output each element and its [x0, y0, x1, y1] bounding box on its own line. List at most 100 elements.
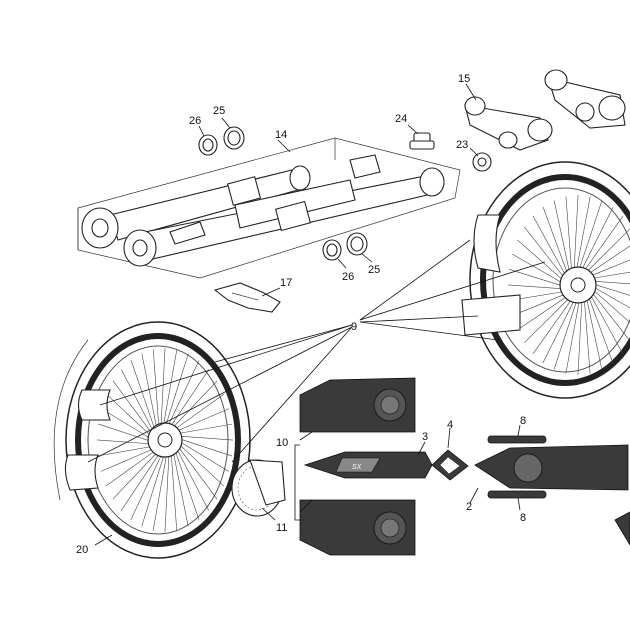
wheel-spoke [553, 200, 571, 276]
rim-decal-strips [487, 435, 547, 499]
wheel-spoke [573, 194, 579, 274]
wheel-spoke [176, 435, 234, 441]
wheel-spoke [176, 441, 225, 487]
wheel-spoke [532, 215, 568, 280]
callout-25-top: 25 [213, 105, 225, 117]
wheel-spoke [588, 271, 630, 280]
wheel-spoke [164, 451, 170, 533]
wheel-spoke [587, 259, 630, 278]
mudguard-logo-text: SX [352, 464, 362, 471]
fork-seals-bottom [322, 232, 368, 261]
wheel-spoke [130, 451, 164, 520]
wheel-spoke [589, 286, 630, 323]
side-number-decal [474, 444, 629, 491]
wheel-spoke [577, 296, 583, 376]
fork-seals-top [198, 126, 245, 156]
wheel-spoke [532, 296, 575, 355]
partial-decal-edge [614, 511, 630, 546]
disc-guard [231, 459, 286, 517]
wheel-spoke [162, 349, 178, 429]
wheel-spoke [175, 445, 209, 511]
wheel-right [461, 161, 630, 399]
wheel-spoke [565, 196, 573, 275]
wheel-spoke [141, 451, 166, 527]
wheel-spoke [97, 445, 155, 457]
small-chevron-decal [431, 449, 469, 481]
wheel-spoke [589, 282, 630, 296]
fork-decal-lower [299, 499, 416, 556]
wheel-spoke [168, 369, 210, 429]
wheel-spoke [96, 439, 154, 445]
wheel-spoke [553, 296, 579, 370]
wheel-spoke [507, 284, 567, 290]
wheel-spoke [130, 360, 157, 433]
callout-11: 11 [276, 522, 287, 534]
wheel-spoke [170, 450, 178, 531]
wheel-spoke [512, 292, 569, 316]
wheel-spoke [524, 226, 567, 282]
wheel-spoke [164, 353, 189, 429]
callout-3: 3 [422, 431, 428, 443]
wheel-spoke [589, 280, 630, 285]
callout-15: 15 [458, 73, 470, 85]
callout-25-bottom: 25 [368, 264, 380, 276]
callout-26-bottom: 26 [342, 271, 354, 283]
fork-decal-upper [299, 377, 416, 433]
wheel-spoke [170, 380, 218, 430]
wheel-spoke [121, 369, 155, 435]
wheel-spoke [173, 447, 200, 520]
wheel-left [53, 321, 251, 559]
leader-lines [87, 83, 546, 546]
stem-bushing [472, 152, 492, 172]
wheel-spoke [172, 449, 189, 527]
wheel-spoke [542, 296, 577, 364]
wheel-spoke [141, 353, 158, 431]
wheel-spoke [176, 437, 233, 457]
wheel-spoke [112, 450, 160, 500]
fork-assembly [77, 137, 461, 279]
wheel-spoke [575, 196, 591, 274]
wheel-spoke [112, 380, 154, 437]
wheel-spoke [577, 200, 603, 274]
wheel-spoke [508, 269, 567, 288]
wheel-spoke [583, 228, 630, 275]
wheel-spoke [160, 347, 166, 429]
brake-hose-bracket [213, 282, 281, 313]
wheel-spoke [100, 447, 156, 472]
wheel-spoke [579, 206, 614, 274]
wheel-spoke [175, 423, 233, 435]
wheel-spoke [588, 290, 624, 355]
wheel-spoke [97, 423, 154, 443]
triple-clamp [464, 69, 626, 151]
callout-4: 4 [447, 419, 453, 431]
wheel-spoke [542, 206, 570, 278]
wheel-spoke [105, 448, 158, 487]
wheel-spoke [524, 295, 573, 343]
callout-26-top: 26 [189, 115, 201, 127]
wheel-spoke [176, 443, 218, 500]
callout-8-bottom: 8 [520, 512, 526, 524]
callout-2: 2 [466, 501, 472, 513]
callout-9: 9 [351, 321, 357, 333]
callout-23: 23 [456, 139, 468, 151]
top-cap-bolt [409, 132, 435, 150]
wheel-spoke [172, 393, 225, 432]
wheel-spoke [105, 393, 154, 439]
wheel-spoke [589, 284, 630, 309]
callout-20: 20 [76, 544, 88, 556]
wheel-spoke [586, 292, 614, 364]
mudguard-decal: SX [303, 451, 433, 479]
wheel-spoke [120, 451, 162, 511]
wheel-spoke [589, 288, 630, 342]
callout-numbers: 26 25 14 24 15 23 26 25 17 9 10 11 3 4 8… [76, 73, 526, 556]
wheel-spoke [583, 295, 591, 374]
wheel-spoke [100, 408, 154, 441]
callout-10: 10 [276, 437, 288, 449]
wheel-spoke [166, 360, 200, 429]
wheel-spoke [174, 408, 230, 433]
wheel-spoke [176, 439, 230, 472]
callout-24: 24 [395, 113, 407, 125]
callout-14: 14 [275, 129, 287, 141]
wheel-spoke [517, 239, 567, 284]
